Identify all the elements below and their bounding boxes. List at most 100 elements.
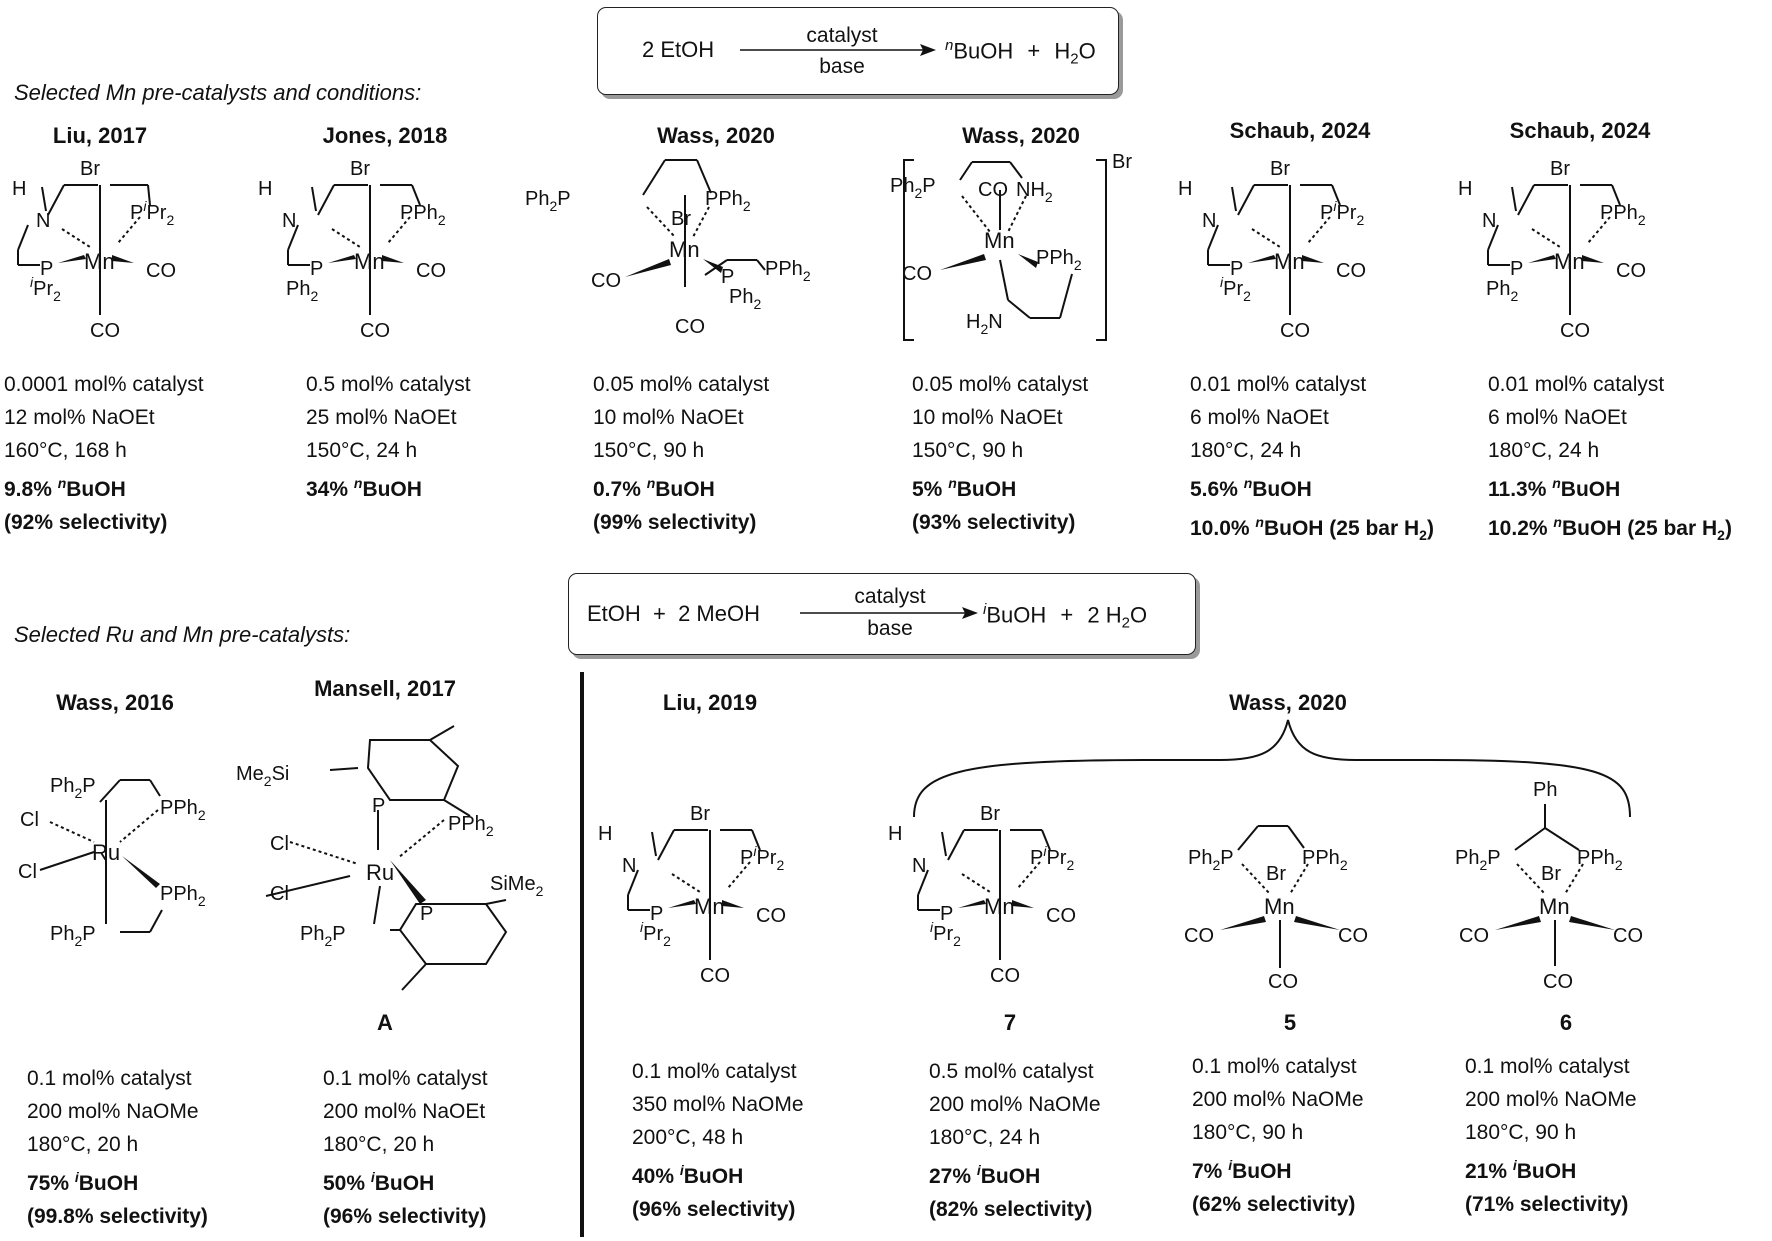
entry-title-wass-2016: Wass, 2016 xyxy=(56,690,174,715)
structure-wass-2016-ru-dppm: Ph2P PPh2 Cl Ru Cl PPh2 Ph2P xyxy=(18,775,206,949)
svg-text:Ph2: Ph2 xyxy=(1486,278,1518,304)
svg-text:N: N xyxy=(1482,210,1496,232)
arrow-label-catalyst: catalyst xyxy=(806,24,878,47)
svg-text:CO: CO xyxy=(1560,320,1590,342)
svg-text:N: N xyxy=(282,210,296,232)
svg-text:CO: CO xyxy=(90,320,120,342)
svg-text:Mn: Mn xyxy=(1274,249,1305,274)
entry-title-wass-2020-group: Wass, 2020 xyxy=(1229,690,1347,715)
svg-text:CO: CO xyxy=(591,270,621,292)
svg-text:PPh2: PPh2 xyxy=(765,258,811,284)
svg-text:P: P xyxy=(372,795,385,817)
svg-text:CO: CO xyxy=(700,965,730,987)
svg-text:iPr2: iPr2 xyxy=(30,274,61,304)
svg-text:P: P xyxy=(310,258,323,280)
section-label-mn-precatalysts: Selected Mn pre-catalysts and conditions… xyxy=(14,80,422,105)
structure-compound-5: Ph2P PPh2 Br Mn CO CO CO xyxy=(1184,825,1368,993)
svg-text:H: H xyxy=(258,178,272,200)
arrow-label-catalyst-2: catalyst xyxy=(854,585,926,608)
svg-text:P: P xyxy=(940,903,953,925)
svg-text:Ph2P: Ph2P xyxy=(50,923,96,949)
reaction-arrow-bottom xyxy=(800,607,978,619)
svg-text:Cl: Cl xyxy=(20,809,39,831)
svg-text:Ph2P: Ph2P xyxy=(1188,847,1234,873)
structure-compound-7: Br H N Mn PiPr2 P iPr2 CO CO xyxy=(888,803,1076,987)
svg-text:PPh2: PPh2 xyxy=(160,797,206,823)
svg-text:iPr2: iPr2 xyxy=(1220,274,1251,304)
svg-text:Br: Br xyxy=(1266,863,1286,885)
svg-text:iPr2: iPr2 xyxy=(640,919,671,949)
svg-text:Mn: Mn xyxy=(1264,894,1295,919)
compound-label-5: 5 xyxy=(1283,1010,1297,1035)
reaction-box-butanol xyxy=(597,7,1119,95)
product-isobutanol: iBuOH + 2 H2O xyxy=(983,601,1148,632)
svg-text:N: N xyxy=(912,855,926,877)
arrow-label-base: base xyxy=(819,55,865,78)
svg-text:P: P xyxy=(420,903,433,925)
entry-title-jones-2018: Jones, 2018 xyxy=(322,123,448,148)
svg-text:Mn: Mn xyxy=(1554,249,1585,274)
svg-text:Br: Br xyxy=(980,803,1000,825)
svg-text:CO: CO xyxy=(1046,905,1076,927)
svg-text:Ph2: Ph2 xyxy=(729,286,761,312)
structure-jones-2018-mn-pnp: Br H N Mn PPh2 P Ph2 CO CO xyxy=(258,158,446,342)
svg-text:CO: CO xyxy=(1459,925,1489,947)
compound-label-6: 6 xyxy=(1559,1010,1573,1035)
reactant-2-etoh: 2 EtOH xyxy=(642,37,715,62)
svg-text:Br: Br xyxy=(350,158,370,180)
product-n-butanol: nBuOH + H2O xyxy=(945,37,1096,68)
svg-text:CO: CO xyxy=(416,260,446,282)
svg-text:P: P xyxy=(1230,258,1243,280)
svg-text:PPh2: PPh2 xyxy=(448,813,494,839)
svg-text:Ph2P: Ph2P xyxy=(1455,847,1501,873)
svg-text:CO: CO xyxy=(990,965,1020,987)
svg-text:Me2Si: Me2Si xyxy=(236,763,289,789)
svg-text:P: P xyxy=(650,903,663,925)
svg-text:PiPr2: PiPr2 xyxy=(130,198,174,228)
structure-liu-2019-mn-pnp: Br H N Mn PiPr2 P iPr2 CO CO xyxy=(598,803,786,987)
svg-text:Cl: Cl xyxy=(270,833,289,855)
svg-text:PPh2: PPh2 xyxy=(400,202,446,228)
svg-text:H2N: H2N xyxy=(966,311,1003,337)
svg-text:Mn: Mn xyxy=(354,249,385,274)
svg-text:N: N xyxy=(36,210,50,232)
svg-text:Mn: Mn xyxy=(694,894,725,919)
svg-text:H: H xyxy=(1458,178,1472,200)
structure-schaub-2024-mn-pnp-ipr: Br H N Mn PiPr2 P iPr2 CO CO xyxy=(1178,158,1366,342)
svg-text:P: P xyxy=(1510,258,1523,280)
svg-text:CO: CO xyxy=(1268,971,1298,993)
svg-text:H: H xyxy=(12,178,26,200)
svg-text:PPh2: PPh2 xyxy=(1302,847,1348,873)
structure-compound-6: Ph Ph2P PPh2 Br Mn CO CO CO xyxy=(1455,779,1643,993)
svg-text:CO: CO xyxy=(1613,925,1643,947)
svg-text:Ph2P: Ph2P xyxy=(50,775,96,801)
structure-schaub-2024-mn-pnp-ph: Br H N Mn PPh2 P Ph2 CO CO xyxy=(1458,158,1646,342)
svg-text:H: H xyxy=(888,823,902,845)
entry-title-liu-2019: Liu, 2019 xyxy=(662,690,758,715)
entry-title-schaub-2024-a: Schaub, 2024 xyxy=(1229,118,1371,143)
svg-text:PPh2: PPh2 xyxy=(160,883,206,909)
entry-title-wass-2020-b: Wass, 2020 xyxy=(962,123,1080,148)
svg-text:Mn: Mn xyxy=(669,237,700,262)
structure-mansell-2017-ru-phosphinine: Me2Si P PPh2 Cl Ru Cl P SiMe2 Ph2P xyxy=(236,725,544,991)
structure-wass-2020-mn-dppm: Ph2P PPh2 Br Mn CO P Ph2 PPh2 CO xyxy=(525,159,811,338)
structure-liu-2017-mn-pnp: Br H N Mn PiPr2 P iPr2 CO CO xyxy=(12,158,176,342)
svg-text:Br: Br xyxy=(1270,158,1290,180)
vertical-divider xyxy=(580,672,584,1237)
svg-text:PPh2: PPh2 xyxy=(1600,202,1646,228)
svg-text:PiPr2: PiPr2 xyxy=(740,843,784,873)
svg-text:Br: Br xyxy=(671,208,691,230)
svg-text:Br: Br xyxy=(1112,151,1132,173)
svg-text:iPr2: iPr2 xyxy=(930,919,961,949)
svg-text:NH2: NH2 xyxy=(1016,179,1053,205)
svg-text:N: N xyxy=(1202,210,1216,232)
svg-text:CO: CO xyxy=(756,905,786,927)
compound-label-7: 7 xyxy=(1003,1010,1017,1035)
svg-text:H: H xyxy=(1178,178,1192,200)
svg-text:CO: CO xyxy=(146,260,176,282)
svg-text:Br: Br xyxy=(1550,158,1570,180)
